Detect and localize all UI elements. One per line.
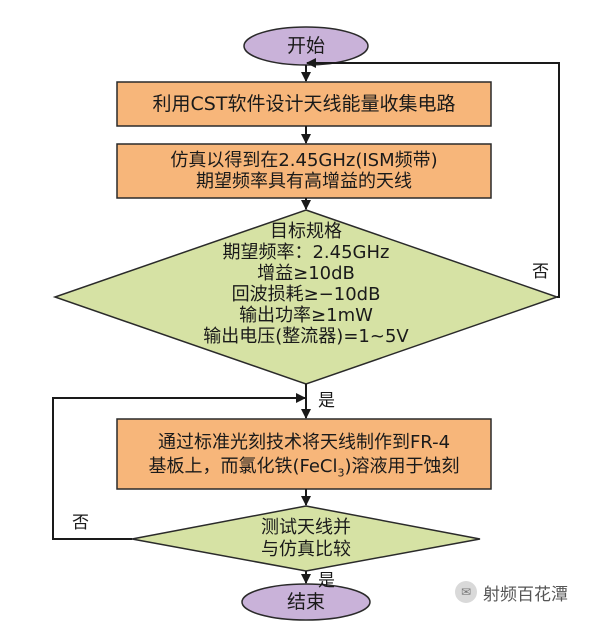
step2-label-line2: 期望频率具有高增益的天线 <box>196 171 412 192</box>
step3-label-line2-sub: 3 <box>337 466 345 480</box>
wechat-icon: ✉ <box>455 581 477 603</box>
decision2-label-line1: 测试天线并 <box>261 517 351 538</box>
loop-decision2-no <box>52 393 306 540</box>
decision2-label-line2: 与仿真比较 <box>261 539 351 560</box>
step1-label: 利用CST软件设计天线能量收集电路 <box>152 93 456 115</box>
step1-box <box>116 81 492 127</box>
decision1-no-label: 否 <box>532 262 549 282</box>
decision1-spec-line: 目标规格 <box>270 221 342 242</box>
step3-label-line2-post: )溶液用于蚀刻 <box>344 456 460 477</box>
decision1-spec-line: 期望频率：2.45GHz <box>222 242 390 263</box>
watermark: ✉ 射频百花潭 <box>455 578 605 606</box>
step3-box <box>116 418 492 490</box>
end-oval <box>241 583 371 621</box>
step2-box <box>116 143 492 199</box>
watermark-text: 射频百花潭 <box>483 584 568 605</box>
decision1-spec-line: 增益≥10dB <box>257 263 355 284</box>
loop-decision1-no <box>306 58 560 298</box>
start-label: 开始 <box>286 35 325 57</box>
decision1-yes-label: 是 <box>318 391 335 411</box>
end-label: 结束 <box>286 591 325 613</box>
step3-label-line2: 基板上，而氯化铁(FeCl3)溶液用于蚀刻 <box>117 456 491 484</box>
step3-label-line2-pre: 基板上，而氯化铁(FeCl <box>148 456 338 477</box>
decision1-spec-line: 输出功率≥1mW <box>239 305 373 326</box>
decision2-no-label: 否 <box>72 513 89 533</box>
step2-label-line1: 仿真以得到在2.45GHz(ISM频带) <box>170 150 438 171</box>
decision1-spec-line: 输出电压(整流器)=1~5V <box>203 326 409 347</box>
decision2-yes-label: 是 <box>318 571 335 591</box>
decision1-spec-line: 回波损耗≥−10dB <box>231 284 381 305</box>
step3-label-line1: 通过标准光刻技术将天线制作到FR-4 <box>157 432 451 453</box>
